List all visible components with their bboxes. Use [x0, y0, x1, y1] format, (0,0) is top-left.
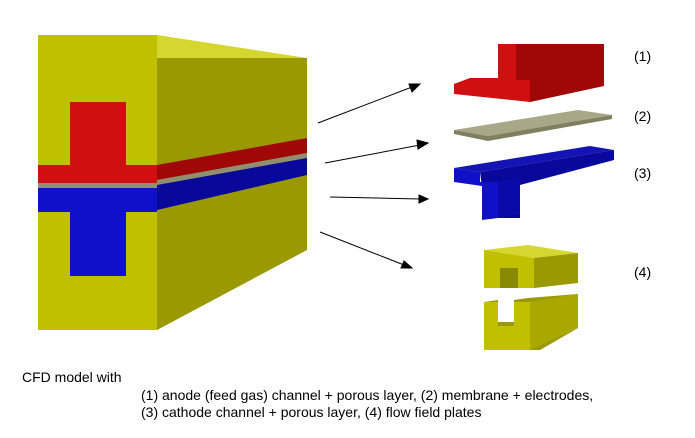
part1-front [454, 44, 530, 102]
anode-stripe-side [157, 138, 307, 180]
arrows [317, 83, 430, 269]
part1-label: (1) [634, 48, 651, 64]
membrane-front [38, 183, 157, 188]
anode-channel-front [38, 102, 157, 190]
part4-lower-plate [484, 294, 578, 350]
part3-stem-side [498, 178, 520, 218]
part1-flange-side [530, 72, 604, 102]
membrane-stripe-side [157, 153, 307, 185]
part3-label: (3) [634, 165, 651, 181]
part2-top [454, 110, 612, 136]
part4-upper-plate [484, 245, 578, 288]
part1-anode-channel [454, 44, 604, 102]
cathode-channel-front [38, 188, 157, 276]
part2-membrane [454, 110, 612, 141]
cathode-stripe-side [157, 158, 307, 210]
part3-cathode-channel [454, 146, 614, 220]
arrow-to-part2 [324, 139, 430, 164]
arrow-to-part3 [329, 194, 430, 204]
part3-front [454, 168, 498, 220]
part4-flow-field-plates [484, 245, 578, 350]
part3-top [454, 146, 614, 172]
assembled-cell-block [38, 35, 307, 330]
part2-label: (2) [634, 108, 651, 124]
block-side-face [157, 58, 307, 330]
arrow-to-part1 [317, 83, 422, 124]
arrow-to-part4 [319, 231, 414, 269]
part4-label: (4) [634, 264, 651, 280]
